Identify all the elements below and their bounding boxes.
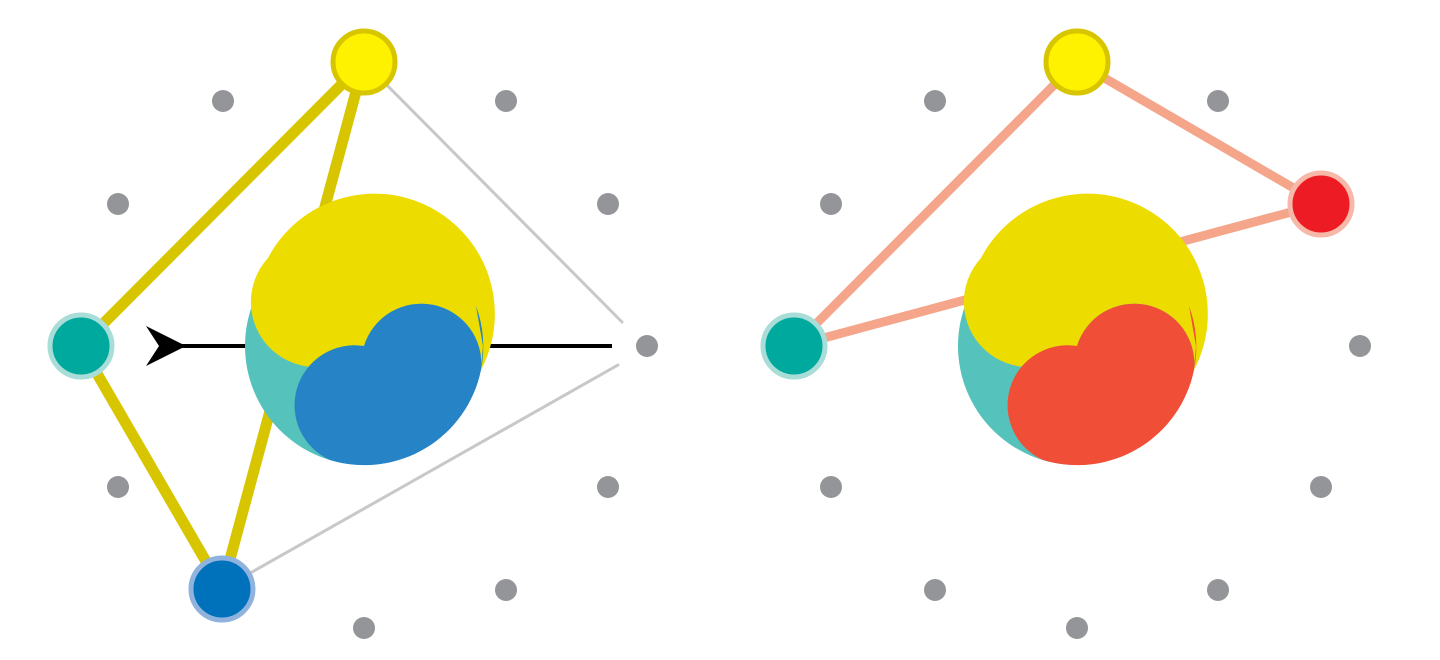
teal-node-ring (760, 312, 828, 380)
gray-edge (220, 363, 620, 591)
gray-edge (362, 60, 624, 324)
swirl-icon-right (958, 193, 1208, 466)
teal-node-ring (47, 312, 115, 380)
salmon-edge (1072, 57, 1326, 209)
grid-dot (597, 476, 619, 498)
teal-node (763, 315, 825, 377)
swirl-red-segment (1007, 303, 1195, 466)
grid-dot (353, 617, 375, 639)
nodes-left (47, 28, 398, 623)
edges-left (75, 56, 624, 595)
salmon-edge (789, 57, 1082, 351)
grid-dot (1349, 335, 1371, 357)
red-node (1290, 173, 1352, 235)
swirl-yellow-segment (250, 193, 495, 370)
grid-dot (212, 90, 234, 112)
grid-dot (820, 476, 842, 498)
swirl-red-edge (1189, 306, 1197, 370)
grid-dot (1207, 90, 1229, 112)
grid-dots-left (107, 90, 658, 639)
grid-dot (495, 90, 517, 112)
grid-dot (107, 193, 129, 215)
red-node-ring (1287, 170, 1355, 238)
grid-dot (107, 476, 129, 498)
teal-node (50, 315, 112, 377)
swirl-yellow-segment (963, 193, 1208, 370)
grid-dot (1207, 579, 1229, 601)
blue-node-ring (188, 555, 256, 623)
grid-dot (597, 193, 619, 215)
right-panel (760, 28, 1371, 639)
yellow-node (1046, 31, 1108, 93)
yellow-node-ring (1043, 28, 1111, 96)
swirl-blue-segment (294, 303, 482, 466)
grid-dot (924, 90, 946, 112)
yellow-node (333, 31, 395, 93)
grid-dot (1310, 476, 1332, 498)
left-panel (47, 28, 658, 639)
yellow-node-ring (330, 28, 398, 96)
grid-dot (820, 193, 842, 215)
grid-dot (636, 335, 658, 357)
yellow-edge (75, 56, 370, 352)
swirl-icon-left (245, 193, 495, 466)
swirl-blue-edge (476, 306, 484, 370)
yellow-edge (75, 340, 228, 595)
grid-dot (495, 579, 517, 601)
nodes-right (760, 28, 1355, 380)
grid-dot (1066, 617, 1088, 639)
grid-dot (924, 579, 946, 601)
blue-node (191, 558, 253, 620)
grid-dots-right (820, 90, 1371, 639)
